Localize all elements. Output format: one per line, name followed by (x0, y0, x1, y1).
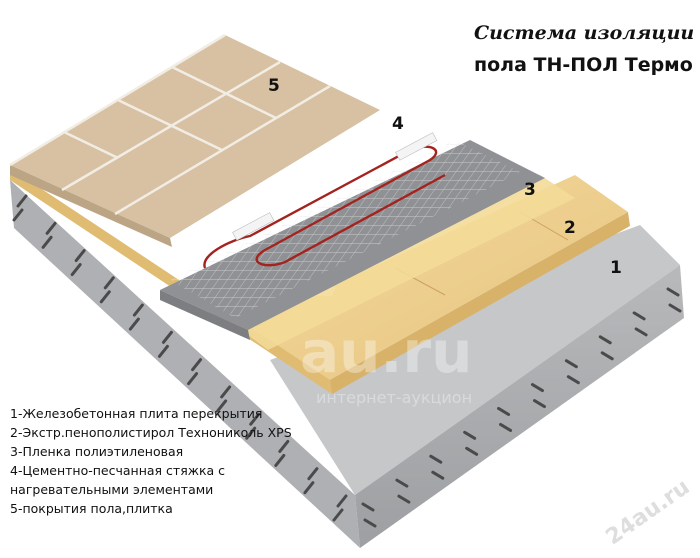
rebar-end (397, 494, 411, 504)
rebar-end (132, 303, 144, 317)
rebar-end (532, 399, 546, 409)
layer-number-4: 4 (392, 114, 404, 134)
rebar-end (41, 235, 53, 249)
rebar-end (74, 249, 86, 263)
rebar-end (216, 399, 228, 413)
rebar-end (128, 317, 140, 331)
rebar-end (157, 344, 169, 358)
rebar-end (361, 502, 375, 512)
rebar-end (598, 335, 612, 345)
rebar-end (307, 467, 319, 481)
layer-number-2: 2 (564, 218, 576, 238)
watermark-main: au.ru (300, 318, 473, 386)
rebar-end (336, 494, 348, 508)
rebar-end (564, 359, 578, 369)
legend-item-2: 2-Экстр.пенополистирол Технониколь XPS (10, 425, 292, 440)
layer-legend: 1-Железобетонная плита перекрытия 2-Экст… (10, 404, 340, 518)
layer-concrete-slab (10, 180, 684, 548)
legend-item-4: 4-Цементно-песчанная стяжка с нагревател… (10, 463, 226, 497)
rebar-end (191, 358, 203, 372)
rebar-end (363, 518, 377, 528)
legend-item-1: 1-Железобетонная плита перекрытия (10, 406, 263, 421)
layer-pe-film (225, 175, 575, 350)
layer-number-3: 3 (524, 180, 536, 200)
rebar-end (70, 263, 82, 277)
rebar-end (429, 454, 443, 464)
rebar-end (497, 406, 511, 416)
rebar-end (249, 412, 261, 426)
layer-number-5: 5 (268, 76, 280, 96)
rebar-end (499, 422, 513, 432)
rebar-end (187, 372, 199, 386)
rebar-ends (12, 194, 682, 528)
rebar-end (530, 383, 544, 393)
rebar-end (161, 330, 173, 344)
diagram-title-line1: Система изоляции (474, 22, 695, 44)
rebar-end (566, 375, 580, 385)
heating-cable (203, 145, 446, 269)
rebar-end (278, 439, 290, 453)
rebar-end (666, 287, 680, 297)
legend-item-3: 3-Пленка полиэтиленовая (10, 444, 184, 459)
rebar-end (634, 327, 648, 337)
rebar-end (45, 221, 57, 235)
rebar-end (332, 508, 344, 522)
rebar-end (303, 481, 315, 495)
legend-item-5: 5-покрытия пола,плитка (10, 501, 173, 516)
rebar-end (16, 194, 28, 208)
diagram-title-line2: пола ТН-ПОЛ Термо (474, 54, 693, 76)
rebar-end (245, 426, 257, 440)
rebar-end (103, 276, 115, 290)
rebar-end (431, 470, 445, 480)
rebar-end (274, 453, 286, 467)
rebar-end (395, 478, 409, 488)
rebar-end (600, 351, 614, 361)
rebar-end (12, 208, 24, 222)
rebar-end (99, 290, 111, 304)
rebar-end (465, 446, 479, 456)
rebar-end (220, 385, 232, 399)
layer-number-1: 1 (610, 258, 622, 278)
watermark-sub: интернет-аукцион (316, 388, 473, 407)
layer-screed-heating (160, 132, 545, 340)
rebar-end (668, 303, 682, 313)
rebar-end (632, 311, 646, 321)
layer-tile-floor (9, 33, 380, 247)
rebar-end (463, 430, 477, 440)
